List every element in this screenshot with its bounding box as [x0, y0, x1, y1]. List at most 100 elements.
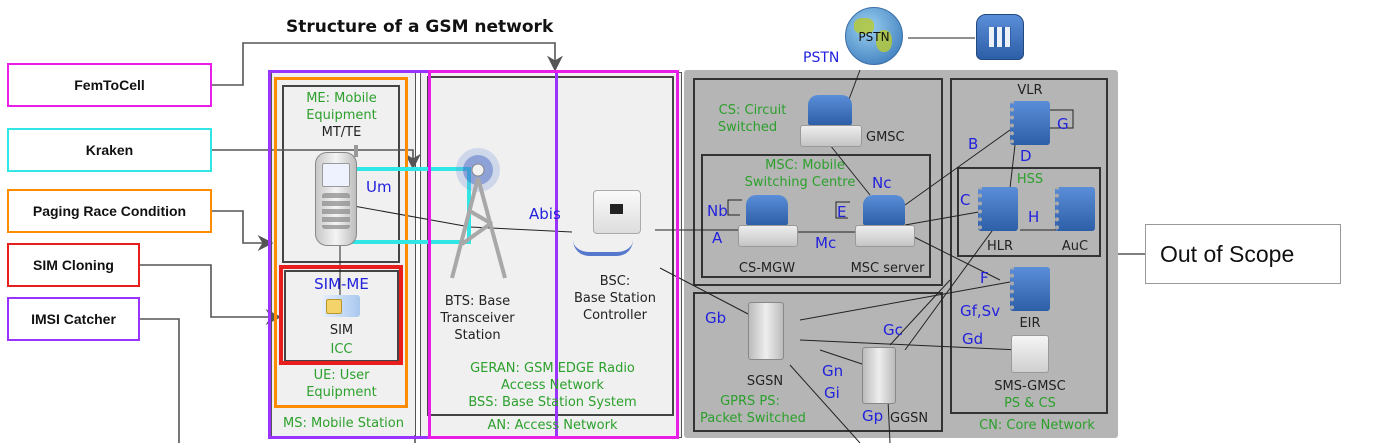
msc-panel — [701, 154, 931, 278]
cs-panel — [693, 78, 943, 286]
attack-kraken-label: Kraken — [85, 142, 134, 158]
mt-te-label: MT/TE — [321, 125, 362, 140]
attack-sim-cloning[interactable]: SIM Cloning — [7, 243, 140, 287]
bsc-icon — [593, 190, 641, 234]
ms-panel — [271, 72, 416, 438]
um-label: Um — [366, 178, 392, 196]
abis-label: Abis — [529, 205, 561, 223]
femtocell-scope — [428, 70, 679, 439]
d-label: D — [1020, 147, 1032, 165]
bss-label: BSS: Base Station System — [468, 395, 637, 410]
gb-label: Gb — [705, 309, 727, 327]
out-of-scope-label: Out of Scope — [1160, 240, 1295, 267]
h-label: H — [1028, 208, 1040, 226]
attack-imsi-label: IMSI Catcher — [31, 311, 116, 327]
sgsn-icon — [748, 302, 784, 360]
network-cable-icon — [573, 240, 633, 256]
auc-icon — [1055, 187, 1095, 231]
attack-imsi-catcher[interactable]: IMSI Catcher — [7, 297, 140, 341]
attack-kraken[interactable]: Kraken — [7, 128, 212, 172]
telephone-icon[interactable] — [976, 14, 1024, 60]
me-label-2: Equipment — [306, 108, 377, 123]
e-label: E — [837, 203, 847, 221]
imsi-connector — [140, 318, 180, 443]
eir-label: EIR — [1019, 316, 1041, 331]
gp-label: Gp — [862, 407, 884, 425]
ps-cs-label: PS & CS — [1004, 396, 1056, 411]
mc-label: Mc — [815, 234, 837, 252]
auc-label: AuC — [1061, 239, 1089, 254]
hlr-icon — [978, 187, 1018, 231]
sgsn-label: SGSN — [746, 374, 784, 389]
sim-me-label: SIM-ME — [314, 275, 369, 293]
nb-label: Nb — [707, 202, 728, 220]
bsc-label-3: Controller — [583, 308, 647, 323]
bts-label-1: BTS: Base — [444, 294, 511, 309]
nc-label: Nc — [872, 174, 892, 192]
femtocell-connector — [212, 42, 563, 86]
ue-label-2: Equipment — [306, 385, 377, 400]
hlr-label: HLR — [986, 239, 1014, 254]
bts-label-2: Transceiver — [440, 311, 515, 326]
diagram-title: Structure of a GSM network — [286, 17, 554, 37]
mobile-phone-icon — [315, 152, 357, 246]
a-label: A — [712, 229, 723, 247]
gd-label: Gd — [962, 330, 984, 348]
vlr-icon — [1010, 101, 1050, 145]
msc-label-2: Switching Centre — [744, 175, 856, 190]
sms-gmsc-icon — [1011, 335, 1049, 373]
an-panel — [420, 72, 682, 438]
pstn-link-label: PSTN — [803, 50, 840, 66]
cs-label-2: Switched — [717, 120, 778, 135]
icc-label: ICC — [330, 342, 353, 357]
an-label: AN: Access Network — [487, 418, 618, 433]
ms-label: MS: Mobile Station — [283, 416, 404, 431]
gn-label: Gn — [822, 362, 844, 380]
ggsn-icon — [862, 347, 896, 404]
db-panel — [950, 78, 1108, 414]
bts-label-3: Station — [454, 328, 501, 343]
pstn-globe-label: PSTN — [858, 30, 890, 44]
attack-paging-race[interactable]: Paging Race Condition — [7, 189, 212, 233]
gi-label: Gi — [824, 384, 840, 402]
gc-label: Gc — [883, 321, 903, 339]
attack-femtocell[interactable]: FemToCell — [7, 63, 212, 107]
attack-femtocell-label: FemToCell — [74, 77, 145, 93]
f-label: F — [980, 269, 989, 287]
gf-sv-label: Gf,Sv — [960, 302, 1001, 320]
msc-server-label: MSC server — [850, 261, 925, 276]
gprs-label-2: Packet Switched — [700, 411, 806, 426]
g-label: G — [1057, 115, 1069, 133]
ggsn-label: GGSN — [890, 411, 929, 426]
phone-antenna — [354, 145, 358, 157]
pstn-globe-icon — [845, 7, 903, 65]
eir-icon — [1010, 267, 1050, 311]
sim-cloning-connector — [140, 264, 282, 325]
cn-label: CN: Core Network — [979, 418, 1095, 433]
msc-label-1: MSC: Mobile — [765, 158, 845, 173]
sim-cloning-scope — [279, 265, 403, 365]
cs-mgw-label: CS-MGW — [738, 261, 796, 276]
c-label: C — [960, 191, 971, 209]
ps-panel — [693, 292, 943, 432]
cs-label-1: CS: Circuit — [718, 103, 787, 118]
kraken-connector — [212, 149, 421, 170]
gmsc-icon — [800, 95, 862, 147]
msc-server-icon — [855, 195, 915, 247]
out-of-scope-box[interactable]: Out of Scope — [1145, 224, 1341, 284]
vlr-label: VLR — [1017, 83, 1043, 98]
paging-connector — [212, 210, 274, 251]
bsc-label-2: Base Station — [573, 291, 656, 306]
attack-paging-label: Paging Race Condition — [32, 203, 187, 219]
hss-label: HSS — [1016, 172, 1044, 187]
imsi-catcher-scope — [268, 70, 558, 439]
sim-label: SIM — [329, 323, 354, 338]
b-label: B — [968, 135, 979, 153]
cs-mgw-icon — [738, 195, 798, 247]
ue-label-1: UE: User — [313, 368, 370, 383]
gprs-label-1: GPRS PS: — [720, 394, 780, 409]
sms-gmsc-label: SMS-GMSC — [994, 379, 1066, 394]
sim-card-icon — [322, 295, 360, 317]
bsc-label-1: BSC: — [599, 274, 631, 289]
